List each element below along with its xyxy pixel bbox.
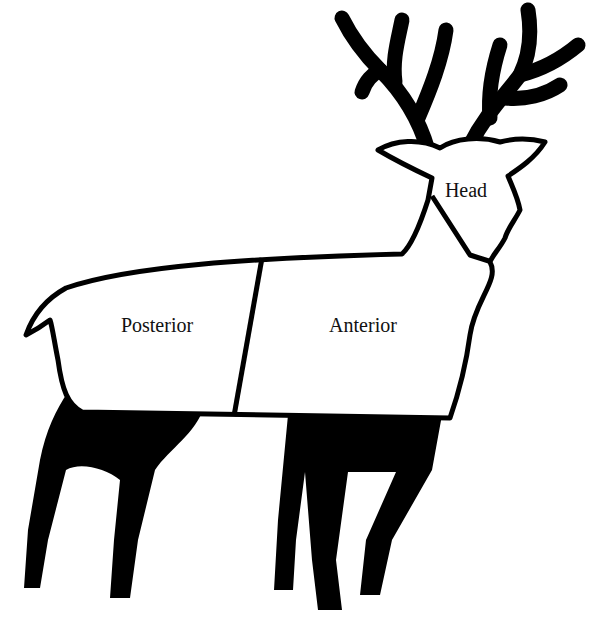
body-region: Posterior [87, 305, 227, 345]
antlers [342, 10, 578, 150]
region-label: Anterior [329, 314, 397, 336]
deer-body-outline [26, 139, 545, 418]
body-region: Anterior [298, 305, 428, 345]
hind-legs [24, 392, 205, 598]
head-boundary [432, 196, 492, 262]
region-divider [234, 258, 262, 416]
body-region: Head [436, 175, 496, 205]
region-label: Posterior [121, 314, 193, 336]
front-legs [274, 415, 442, 610]
region-label: Head [445, 179, 487, 201]
